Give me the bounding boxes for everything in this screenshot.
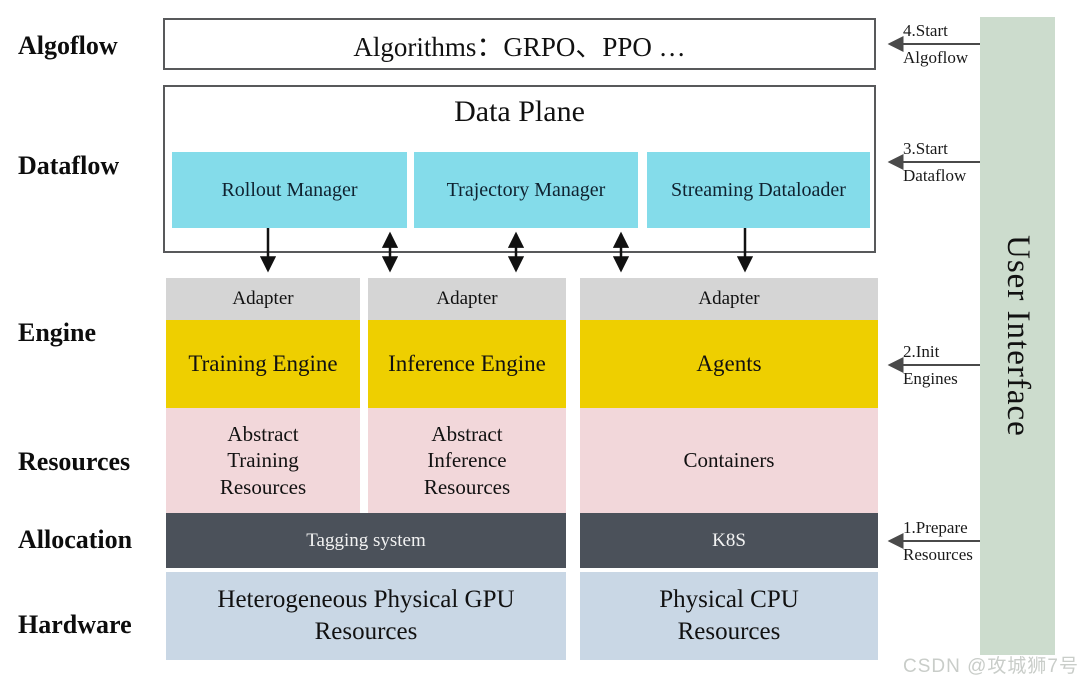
adapter-agents: Adapter [580, 278, 878, 320]
agents-box: Agents [580, 320, 878, 408]
abstract-inference-resources-box: Abstract Inference Resources [368, 408, 566, 513]
layer-label-dataflow: Dataflow [18, 151, 120, 180]
module-trajectory-manager: Trajectory Manager [414, 152, 638, 228]
step-start-algoflow: 4.Start Algoflow [903, 21, 1013, 68]
step-init-engines: 2.Init Engines [903, 342, 1013, 389]
adapter-training: Adapter [166, 278, 360, 320]
step-line: Engines [903, 369, 958, 388]
step-line: 2.Init [903, 342, 940, 361]
module-streaming-dataloader: Streaming Dataloader [647, 152, 870, 228]
algorithms-box: Algorithms：GRPO、PPO … [163, 18, 876, 70]
layer-label-resources: Resources [18, 447, 131, 476]
layer-label-algoflow: Algoflow [18, 31, 118, 60]
tagging-system-box: Tagging system [166, 513, 566, 568]
step-line: 3.Start [903, 139, 948, 158]
inference-engine-box: Inference Engine [368, 320, 566, 408]
training-engine-box: Training Engine [166, 320, 360, 408]
user-interface-label: User Interface [1000, 235, 1036, 437]
watermark: CSDN @攻城狮7号 [903, 656, 1079, 677]
module-rollout-manager: Rollout Manager [172, 152, 407, 228]
layer-label-allocation: Allocation [18, 525, 133, 554]
step-line: Algoflow [903, 48, 969, 67]
data-plane-title: Data Plane [454, 95, 585, 128]
step-line: Dataflow [903, 166, 967, 185]
adapter-inference: Adapter [368, 278, 566, 320]
step-prepare-resources: 1.Prepare Resources [903, 518, 1013, 565]
cpu-resources-box: Physical CPU Resources [580, 572, 878, 660]
step-line: 1.Prepare [903, 518, 968, 537]
user-interface-bar: User Interface [980, 17, 1055, 655]
step-line: Resources [903, 545, 973, 564]
containers-box: Containers [580, 408, 878, 513]
step-start-dataflow: 3.Start Dataflow [903, 139, 1013, 186]
abstract-training-resources-box: Abstract Training Resources [166, 408, 360, 513]
layer-label-engine: Engine [18, 318, 97, 347]
k8s-box: K8S [580, 513, 878, 568]
layer-label-hardware: Hardware [18, 610, 132, 639]
step-line: 4.Start [903, 21, 948, 40]
gpu-resources-box: Heterogeneous Physical GPU Resources [166, 572, 566, 660]
